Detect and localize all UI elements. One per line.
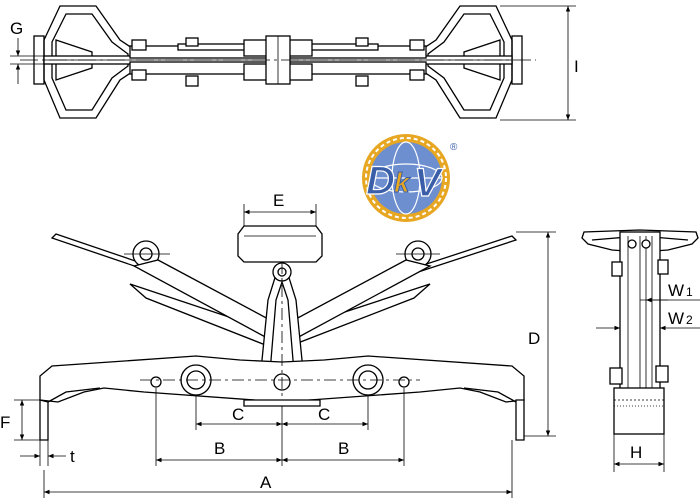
dim-label-d: D bbox=[528, 329, 540, 348]
front-dimensions: E D F t C C B bbox=[0, 191, 556, 498]
dim-label-g: G bbox=[10, 19, 23, 38]
logo-letter-k: k bbox=[394, 167, 411, 198]
front-view bbox=[39, 225, 525, 441]
top-dimensions: G I bbox=[10, 5, 579, 121]
dim-label-f: F bbox=[0, 413, 10, 432]
top-view bbox=[20, 5, 536, 119]
dim-label-t: t bbox=[70, 447, 75, 466]
dim-label-c-right: C bbox=[318, 405, 330, 424]
dim-label-i: I bbox=[574, 57, 579, 76]
dim-label-a: A bbox=[260, 473, 272, 492]
dim-label-b-right: B bbox=[338, 439, 349, 458]
dim-label-b-left: B bbox=[214, 439, 225, 458]
logo-letter-v: V bbox=[414, 161, 444, 205]
side-view bbox=[581, 229, 699, 435]
dim-label-e: E bbox=[273, 191, 284, 210]
logo-registered: ® bbox=[450, 142, 458, 153]
dim-label-h: H bbox=[630, 443, 642, 462]
logo-letter-d: D bbox=[366, 159, 395, 203]
dim-label-c-left: C bbox=[232, 405, 244, 424]
dkv-logo: D k V ® bbox=[362, 134, 458, 222]
